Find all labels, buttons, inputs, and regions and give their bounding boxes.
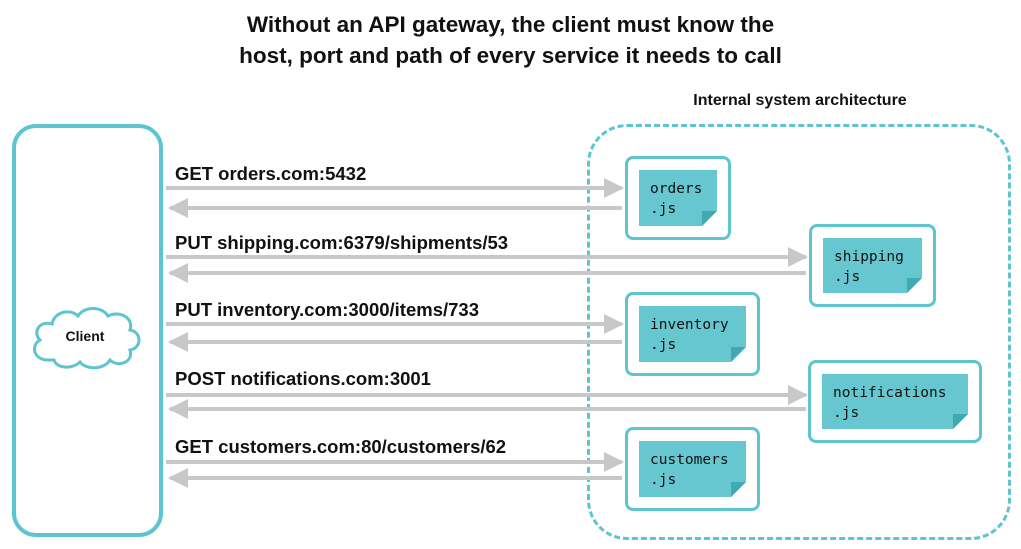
service-orders: orders .js [625,156,731,240]
service-shipping: shipping .js [809,224,936,307]
cloud-icon [32,307,141,370]
request-label-inventory: PUT inventory.com:3000/items/733 [175,299,480,320]
file-icon [823,238,922,293]
file-icon [822,374,968,429]
service-customers: customers .js [625,427,760,511]
service-inventory: inventory .js [625,292,760,376]
service-notifications: notifications .js [808,360,982,443]
request-label-shipping: PUT shipping.com:6379/shipments/53 [175,232,509,253]
client-label: Client [65,328,105,344]
architecture-label: Internal system architecture [693,92,907,109]
service-name: orders [650,181,703,197]
service-ext: .js [833,405,860,421]
service-ext: .js [650,337,677,353]
request-label-customers: GET customers.com:80/customers/62 [175,436,507,457]
service-name: shipping [834,249,904,265]
service-ext: .js [834,269,861,285]
title-line-2: host, port and path of every service it … [239,43,782,68]
file-icon [639,441,746,497]
request-label-orders: GET orders.com:5432 [175,163,367,184]
service-ext: .js [650,201,677,217]
request-label-notifications: POST notifications.com:3001 [175,368,431,389]
internal-architecture-boundary [587,124,1011,540]
service-name: notifications [833,385,947,401]
title-line-1: Without an API gateway, the client must … [246,12,775,37]
diagram-title: Without an API gateway, the client must … [0,9,1021,71]
service-name: inventory [650,317,729,333]
service-name: customers [650,452,729,468]
service-ext: .js [650,472,677,488]
file-icon [639,306,746,362]
